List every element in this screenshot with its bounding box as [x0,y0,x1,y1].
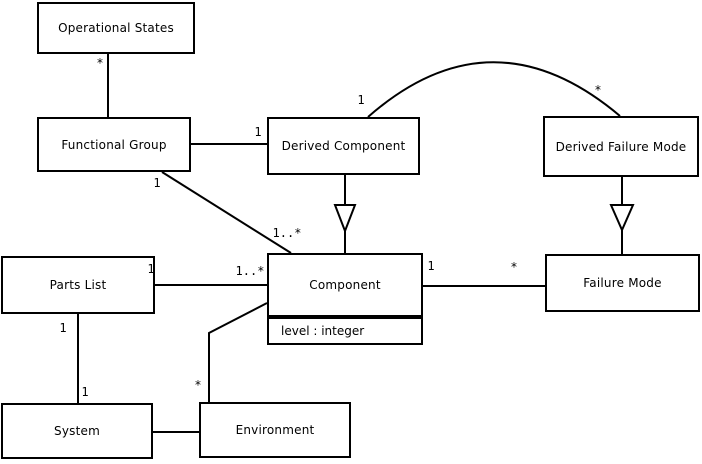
class-name: Derived Component [281,139,406,153]
multiplicity-label: * [594,83,602,97]
multiplicity-label: 1 [357,93,365,107]
class-environment: Environment [199,402,351,458]
class-component: Component [267,253,423,317]
multiplicity-label: 1 [147,262,155,276]
association-component-environment [208,302,268,402]
class-system: System [1,403,153,459]
attribute-label: level : integer [281,324,365,338]
multiplicity-label: 1 [153,176,161,190]
generalization-triangle-icon [609,204,635,233]
association-functional-group-component [161,171,292,254]
class-name: Parts List [49,278,107,292]
class-name: Failure Mode [583,276,662,290]
class-derived-component: Derived Component [267,117,420,175]
multiplicity-label: 1..* [272,226,302,240]
class-name: Component [309,278,381,292]
class-failure-mode: Failure Mode [545,254,700,312]
multiplicity-label: 1 [59,321,67,335]
class-derived-failure-mode: Derived Failure Mode [543,116,699,177]
generalization-triangle-icon [333,204,357,234]
class-name: Operational States [58,21,174,35]
class-name: System [54,424,100,438]
class-name: Functional Group [61,137,167,152]
multiplicity-label: 1 [427,259,435,273]
class-name: Environment [235,423,315,437]
association-arc-derived-component-derived-failure-mode [367,61,621,118]
multiplicity-label: 1..* [235,264,265,278]
multiplicity-label: * [510,260,518,274]
class-operational-states: Operational States [37,2,195,54]
multiplicity-label: 1 [81,385,89,399]
class-functional-group: Functional Group [37,117,191,172]
multiplicity-label: * [96,56,104,70]
class-component-attribute-compartment: level : integer [267,317,423,345]
class-name: Derived Failure Mode [555,139,687,154]
multiplicity-label: * [194,378,202,392]
multiplicity-label: 1 [254,125,262,139]
class-parts-list: Parts List [1,256,155,314]
